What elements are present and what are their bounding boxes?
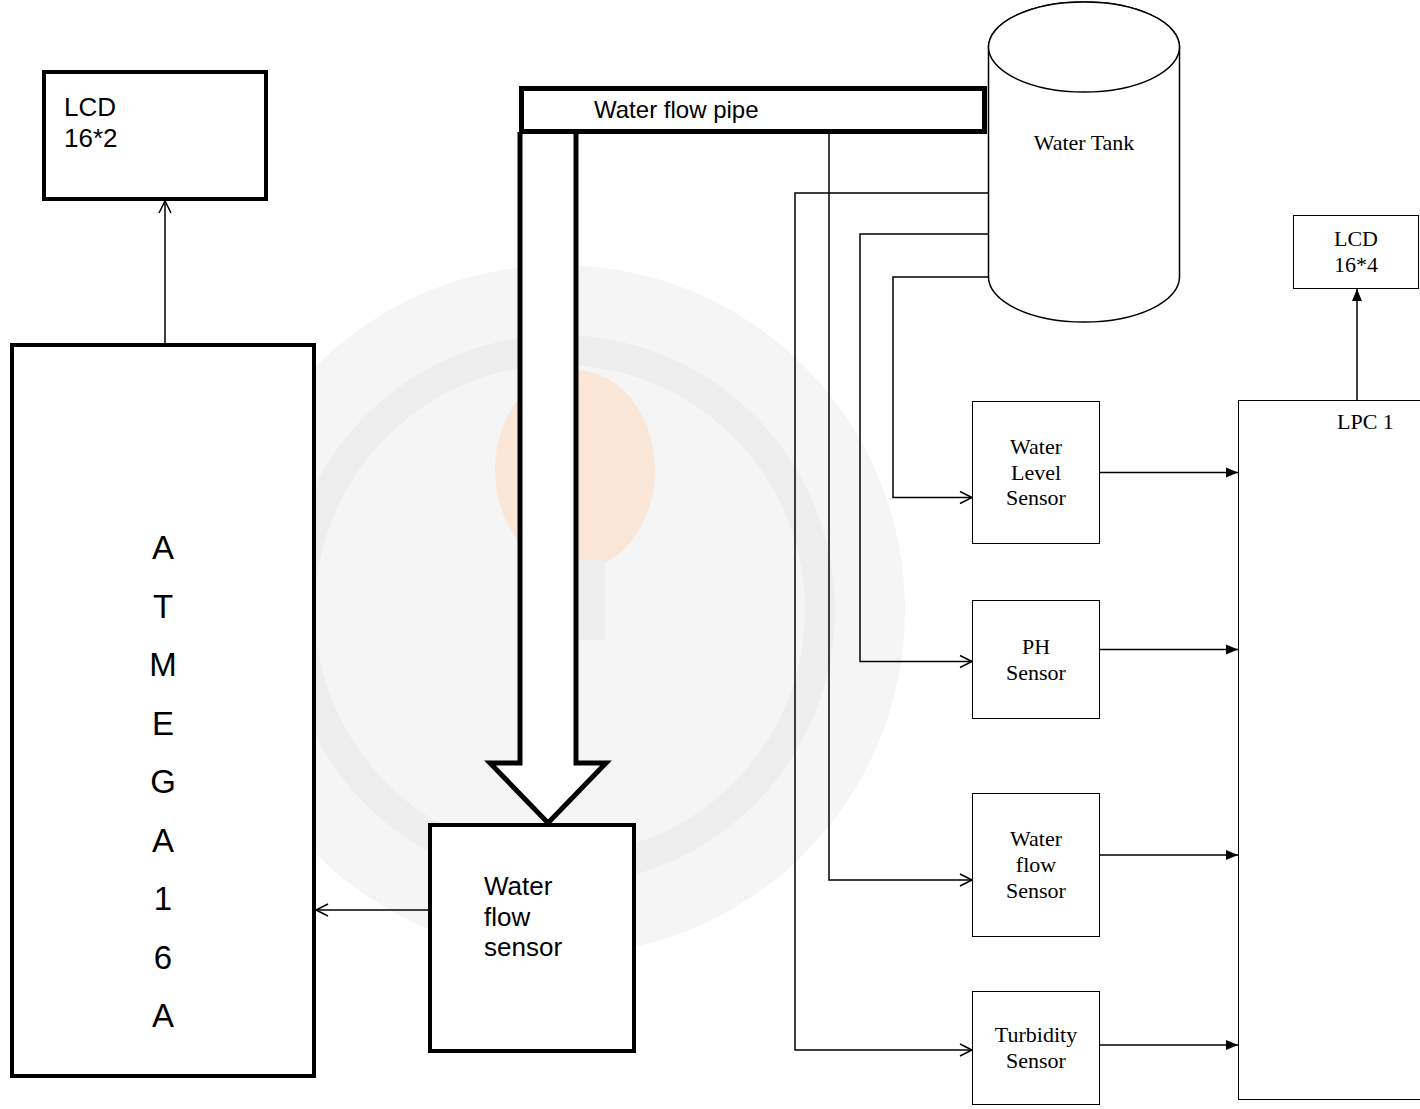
connector-arrow [860,234,988,662]
node-label: LCD 16*4 [1326,226,1386,278]
sensor-box: PH Sensor [972,600,1100,719]
node-label: Water flow Sensor [991,826,1081,904]
pipe-box: Water flow pipe [519,86,987,134]
cylinder-top [989,2,1180,92]
connector-arrow [795,193,988,1050]
sensor-box: Water Level Sensor [972,401,1100,544]
display-box: LCD 16*2 [42,70,268,201]
node-label: Turbidity Sensor [991,1022,1081,1074]
node-label: Water flow pipe [594,96,759,124]
node-label: LPC 1 [1337,409,1394,435]
node-label: Water Tank [1034,130,1135,156]
sensor-box: Water flow sensor [428,823,636,1053]
connector-arrow [1356,289,1358,400]
connector-arrow [164,201,166,343]
connector-arrow [1100,1044,1238,1046]
cylinder-body [989,2,1180,322]
microcontroller-box: ATMEGA16A [10,343,316,1078]
connector-arrow [316,909,428,911]
sensor-box: Water flow Sensor [972,793,1100,937]
block-arrow [490,132,606,823]
node-label: LCD 16*2 [64,92,144,153]
node-label: Water Level Sensor [991,434,1081,512]
tank-cylinder: Water Tank [987,0,1181,324]
connector-arrow [829,134,972,880]
sensor-box: Turbidity Sensor [972,991,1100,1105]
microcontroller-box: LPC 1 [1238,400,1420,1100]
display-box: LCD 16*4 [1293,215,1419,289]
cylinder-outline [987,0,1181,324]
connector-arrow [1100,472,1238,474]
node-label: Water flow sensor [484,871,574,963]
node-label: PH Sensor [991,634,1081,686]
vertical-label: ATMEGA16A [147,519,180,1046]
connector-arrow [1100,649,1238,651]
connector-arrow [1100,854,1238,856]
